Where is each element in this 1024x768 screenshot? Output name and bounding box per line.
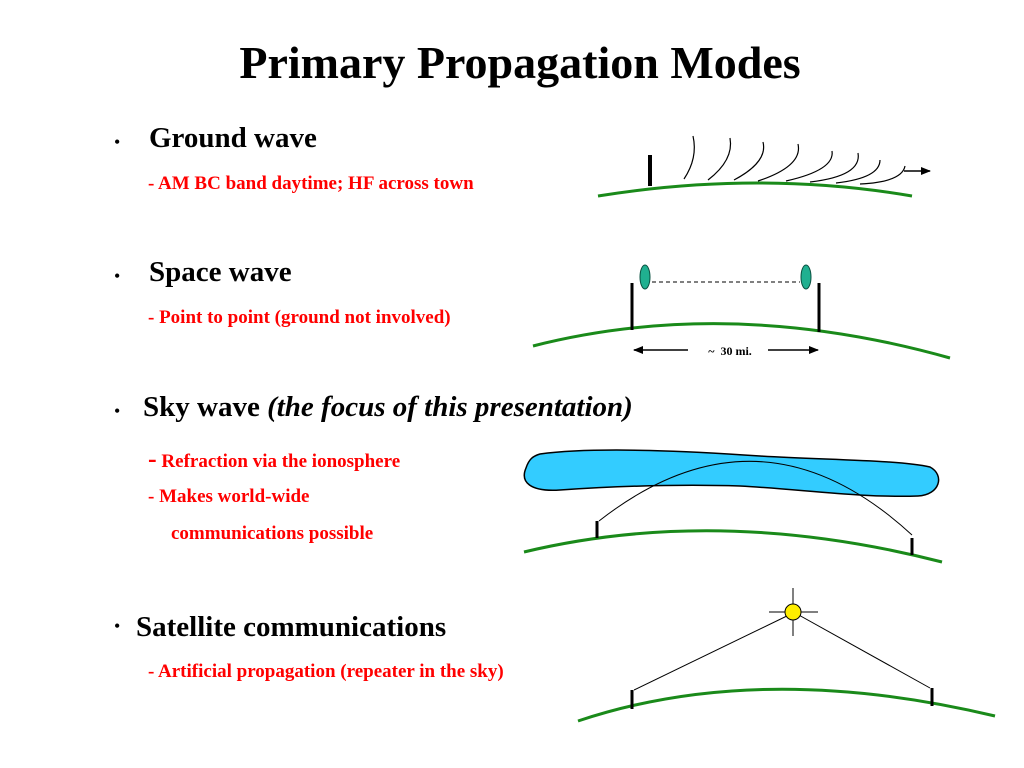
bullet-sky-wave: • — [114, 401, 121, 421]
space-wave-antenna-tip-left — [639, 264, 651, 290]
sky-wave-diagram — [523, 449, 943, 564]
heading-satellite: Satellite communications — [136, 611, 447, 643]
satellite-uplink — [633, 613, 792, 691]
sky-wave-ray-path — [598, 460, 913, 536]
space-wave-distance-label: ~ 30 mi. — [708, 344, 752, 358]
space-wave-diagram: ~ 30 mi. — [532, 264, 951, 360]
bullet-ground-wave: • — [114, 132, 121, 152]
detail-sky-wave-refraction: - Refraction via the ionosphere — [148, 444, 400, 474]
heading-sky-wave: Sky wave (the focus of this presentation… — [143, 391, 633, 424]
space-wave-antenna-tip-right — [800, 264, 812, 290]
ground-wave-diagram — [597, 135, 931, 198]
space-wave-earth — [532, 322, 951, 360]
heading-sky-wave-note: (the focus of this presentation) — [267, 391, 633, 423]
heading-ground-wave: Ground wave — [149, 122, 317, 154]
bullet-satellite: • — [114, 616, 121, 636]
ground-wave-earth — [597, 181, 913, 198]
ionosphere-layer — [523, 449, 940, 498]
detail-space-wave: - Point to point (ground not involved) — [148, 307, 451, 328]
bullet-space-wave: • — [114, 266, 121, 286]
detail-satellite: - Artificial propagation (repeater in th… — [148, 661, 504, 682]
detail-sky-wave-worldwide: - Makes world-wide — [148, 486, 310, 507]
sky-wave-earth — [523, 529, 943, 564]
detail-ground-wave: - AM BC band daytime; HF across town — [148, 173, 474, 194]
heading-space-wave: Space wave — [149, 256, 292, 288]
detail-sky-wave-dash: - — [148, 444, 157, 473]
ground-wave-wavefronts — [683, 135, 906, 185]
satellite-downlink — [796, 613, 931, 689]
heading-sky-wave-text: Sky wave — [143, 391, 260, 423]
satellite-icon — [769, 588, 818, 636]
satellite-diagram — [577, 588, 996, 723]
detail-sky-wave-communications: communications possible — [171, 523, 374, 544]
detail-sky-wave-refraction-text: Refraction via the ionosphere — [161, 451, 401, 472]
slide-title: Primary Propagation Modes — [239, 37, 801, 88]
